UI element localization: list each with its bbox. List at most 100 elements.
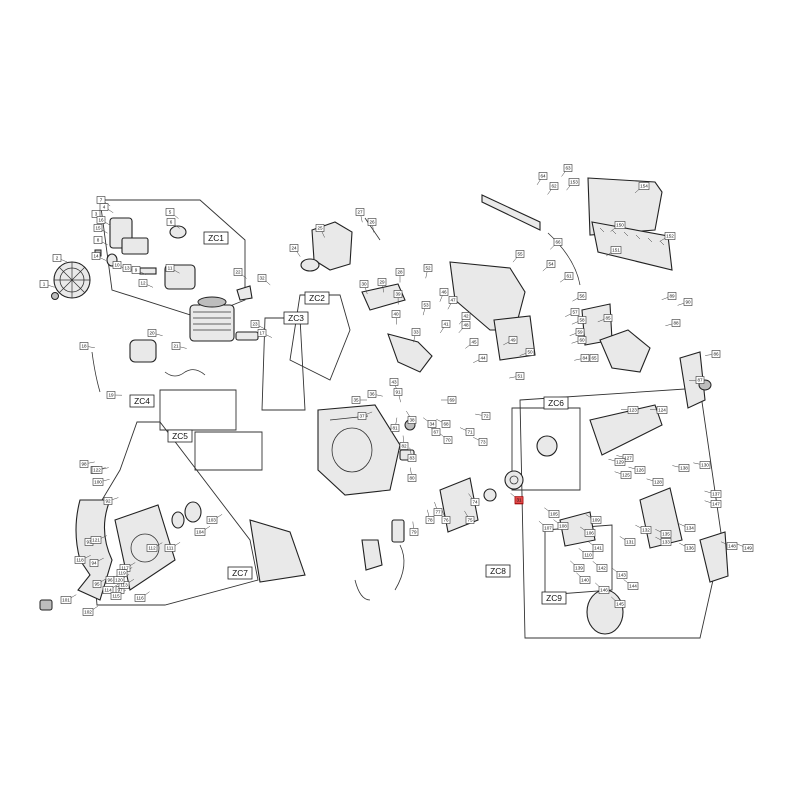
callout-12[interactable]: 12 bbox=[138, 279, 148, 287]
callout-101[interactable]: 101 bbox=[60, 596, 72, 604]
callout-68[interactable]: 68 bbox=[441, 420, 451, 428]
callout-143[interactable]: 143 bbox=[616, 571, 628, 579]
callout-98[interactable]: 98 bbox=[79, 460, 89, 468]
callout-129[interactable]: 129 bbox=[614, 458, 626, 466]
callout-108[interactable]: 108 bbox=[557, 522, 569, 530]
callout-91[interactable]: 91 bbox=[393, 388, 403, 396]
callout-1[interactable]: 1 bbox=[39, 280, 49, 288]
callout-114[interactable]: 114 bbox=[102, 586, 114, 594]
callout-120[interactable]: 120 bbox=[113, 576, 125, 584]
callout-26[interactable]: 26 bbox=[367, 218, 377, 226]
callout-115[interactable]: 115 bbox=[110, 592, 122, 600]
callout-35[interactable]: 35 bbox=[351, 396, 361, 404]
callout-43[interactable]: 43 bbox=[389, 378, 399, 386]
callout-103[interactable]: 103 bbox=[206, 516, 218, 524]
callout-63[interactable]: 63 bbox=[563, 164, 573, 172]
callout-79[interactable]: 79 bbox=[409, 528, 419, 536]
callout-133[interactable]: 133 bbox=[660, 538, 672, 546]
callout-126[interactable]: 126 bbox=[634, 466, 646, 474]
callout-16[interactable]: 16 bbox=[96, 216, 106, 224]
group-label-zc7[interactable]: ZC7 bbox=[227, 566, 253, 580]
callout-22[interactable]: 22 bbox=[233, 268, 243, 276]
callout-21[interactable]: 21 bbox=[171, 342, 181, 350]
callout-69[interactable]: 69 bbox=[447, 396, 457, 404]
callout-85[interactable]: 85 bbox=[603, 314, 613, 322]
callout-67[interactable]: 67 bbox=[431, 428, 441, 436]
callout-110[interactable]: 110 bbox=[582, 551, 594, 559]
callout-23[interactable]: 23 bbox=[250, 320, 260, 328]
callout-72[interactable]: 72 bbox=[481, 412, 491, 420]
callout-132[interactable]: 132 bbox=[640, 526, 652, 534]
group-label-zc8[interactable]: ZC8 bbox=[485, 564, 511, 578]
callout-152[interactable]: 152 bbox=[664, 232, 676, 240]
callout-60[interactable]: 60 bbox=[577, 336, 587, 344]
group-label-zc4[interactable]: ZC4 bbox=[129, 394, 155, 408]
callout-11[interactable]: 11 bbox=[165, 264, 175, 272]
callout-38[interactable]: 38 bbox=[407, 416, 417, 424]
callout-140[interactable]: 140 bbox=[579, 576, 591, 584]
callout-94[interactable]: 94 bbox=[89, 559, 99, 567]
callout-116[interactable]: 116 bbox=[134, 594, 146, 602]
callout-80[interactable]: 80 bbox=[407, 474, 417, 482]
callout-81[interactable]: 81 bbox=[390, 424, 400, 432]
callout-20[interactable]: 20 bbox=[147, 329, 157, 337]
callout-148[interactable]: 148 bbox=[726, 542, 738, 550]
callout-56[interactable]: 56 bbox=[577, 292, 587, 300]
group-label-zc1[interactable]: ZC1 bbox=[203, 231, 229, 245]
callout-122[interactable]: 122 bbox=[91, 466, 103, 474]
callout-73[interactable]: 73 bbox=[478, 438, 488, 446]
callout-131[interactable]: 131 bbox=[624, 538, 636, 546]
callout-125[interactable]: 125 bbox=[620, 471, 632, 479]
callout-57[interactable]: 57 bbox=[570, 308, 580, 316]
callout-30[interactable]: 30 bbox=[359, 280, 369, 288]
callout-61[interactable]: 61 bbox=[564, 272, 574, 280]
callout-53[interactable]: 53 bbox=[421, 301, 431, 309]
callout-150[interactable]: 150 bbox=[614, 221, 626, 229]
callout-36[interactable]: 36 bbox=[367, 390, 377, 398]
callout-90[interactable]: 90 bbox=[683, 298, 693, 306]
callout-51[interactable]: 51 bbox=[515, 372, 525, 380]
callout-71[interactable]: 71 bbox=[465, 428, 475, 436]
callout-49[interactable]: 49 bbox=[508, 336, 518, 344]
callout-29[interactable]: 29 bbox=[377, 278, 387, 286]
callout-46[interactable]: 46 bbox=[439, 288, 449, 296]
callout-100[interactable]: 100 bbox=[92, 478, 104, 486]
callout-135[interactable]: 135 bbox=[660, 530, 672, 538]
callout-96[interactable]: 96 bbox=[105, 576, 115, 584]
callout-142[interactable]: 142 bbox=[596, 564, 608, 572]
callout-24[interactable]: 24 bbox=[289, 244, 299, 252]
callout-32[interactable]: 32 bbox=[257, 274, 267, 282]
callout-6[interactable]: 6 bbox=[166, 218, 176, 226]
callout-39[interactable]: 39 bbox=[393, 290, 403, 298]
callout-14[interactable]: 14 bbox=[91, 252, 101, 260]
callout-47[interactable]: 47 bbox=[448, 296, 458, 304]
callout-5[interactable]: 5 bbox=[165, 208, 175, 216]
callout-2[interactable]: 2 bbox=[52, 254, 62, 262]
group-label-zc2[interactable]: ZC2 bbox=[304, 291, 330, 305]
callout-107[interactable]: 107 bbox=[542, 524, 554, 532]
callout-123[interactable]: 123 bbox=[627, 406, 639, 414]
callout-151[interactable]: 151 bbox=[610, 246, 622, 254]
callout-111[interactable]: 111 bbox=[164, 544, 176, 552]
group-label-zc9[interactable]: ZC9 bbox=[541, 591, 567, 605]
callout-139[interactable]: 139 bbox=[573, 564, 585, 572]
callout-44[interactable]: 44 bbox=[478, 354, 488, 362]
callout-146[interactable]: 146 bbox=[598, 586, 610, 594]
callout-17[interactable]: 17 bbox=[257, 329, 267, 337]
callout-105[interactable]: 105 bbox=[548, 510, 560, 518]
callout-78[interactable]: 78 bbox=[425, 516, 435, 524]
callout-106[interactable]: 106 bbox=[584, 529, 596, 537]
callout-4[interactable]: 4 bbox=[99, 203, 109, 211]
callout-137[interactable]: 137 bbox=[710, 490, 722, 498]
callout-9[interactable]: 9 bbox=[131, 266, 141, 274]
callout-87[interactable]: 87 bbox=[695, 376, 705, 384]
callout-7[interactable]: 7 bbox=[96, 196, 106, 204]
callout-102[interactable]: 102 bbox=[82, 608, 94, 616]
callout-27[interactable]: 27 bbox=[355, 208, 365, 216]
callout-76[interactable]: 76 bbox=[441, 516, 451, 524]
callout-58[interactable]: 58 bbox=[577, 316, 587, 324]
callout-141[interactable]: 141 bbox=[592, 544, 604, 552]
callout-52[interactable]: 52 bbox=[423, 264, 433, 272]
callout-37[interactable]: 37 bbox=[357, 412, 367, 420]
callout-112[interactable]: 112 bbox=[146, 544, 158, 552]
